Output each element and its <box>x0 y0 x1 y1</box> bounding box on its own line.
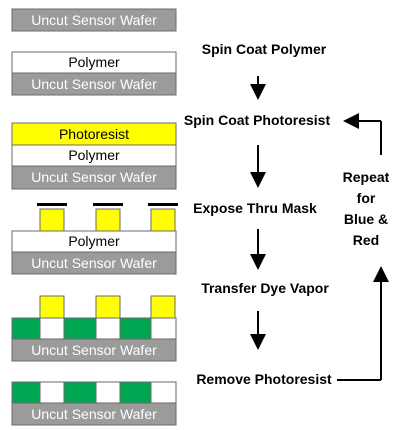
stack-bare-wafer: Uncut Sensor Wafer <box>11 8 177 32</box>
step-spin-coat-photoresist: Spin Coat Photoresist <box>184 112 331 128</box>
polymer-pixel <box>150 317 177 340</box>
photoresist-block <box>150 208 176 232</box>
loop-back-arrow-icon <box>337 113 389 381</box>
repeat-line-4: Red <box>353 232 379 248</box>
wafer-layer <box>11 402 177 426</box>
stack-final: Uncut Sensor Wafer <box>11 381 177 426</box>
step-spin-coat-polymer: Spin Coat Polymer <box>202 41 327 57</box>
green-pixel <box>63 317 97 340</box>
step-remove-photoresist: Remove Photoresist <box>196 371 332 387</box>
stack-photoresist: Photoresist Polymer Uncut Sensor Wafer <box>11 122 177 190</box>
polymer-pixel <box>39 317 65 340</box>
wafer-label: Uncut Sensor Wafer <box>31 406 157 422</box>
green-pixel <box>119 381 152 404</box>
photoresist-block <box>39 295 65 319</box>
green-pixel <box>119 317 152 340</box>
photoresist-label: Photoresist <box>59 126 129 142</box>
repeat-line-1: Repeat <box>343 169 390 185</box>
wafer-layer <box>11 251 177 275</box>
stack-dyed: Uncut Sensor Wafer <box>11 295 177 362</box>
wafer-label: Uncut Sensor Wafer <box>31 12 157 28</box>
green-pixel <box>63 381 97 404</box>
wafer-label: Uncut Sensor Wafer <box>31 255 157 271</box>
wafer-label: Uncut Sensor Wafer <box>31 342 157 358</box>
polymer-pixel <box>39 381 65 404</box>
photoresist-block <box>150 295 176 319</box>
step-transfer-dye-vapor: Transfer Dye Vapor <box>201 280 329 296</box>
mask-bar <box>37 203 67 206</box>
wafer-layer <box>11 8 177 32</box>
polymer-pixel <box>95 381 121 404</box>
photoresist-block <box>39 208 65 232</box>
green-pixel <box>11 381 41 404</box>
wafer-layer <box>11 165 177 190</box>
mask-bar <box>93 203 123 206</box>
wafer-label: Uncut Sensor Wafer <box>31 76 157 92</box>
repeat-line-3: Blue & <box>344 211 388 227</box>
repeat-line-2: for <box>357 190 376 206</box>
stack-polymer: Polymer Uncut Sensor Wafer <box>11 51 177 96</box>
green-pixel <box>11 317 41 340</box>
repeat-label: Repeat for Blue & Red <box>343 169 390 248</box>
polymer-label: Polymer <box>68 54 120 70</box>
wafer-label: Uncut Sensor Wafer <box>31 169 157 185</box>
photoresist-block <box>95 208 121 232</box>
polymer-pixel <box>150 381 177 404</box>
polymer-label: Polymer <box>68 147 120 163</box>
wafer-layer <box>11 72 177 96</box>
step-expose-thru-mask: Expose Thru Mask <box>193 200 317 216</box>
wafer-layer <box>11 338 177 362</box>
polymer-pixel <box>95 317 121 340</box>
mask-bar <box>148 203 178 206</box>
photoresist-block <box>95 295 121 319</box>
polymer-label: Polymer <box>68 233 120 249</box>
stack-exposed: Polymer Uncut Sensor Wafer <box>11 203 178 275</box>
